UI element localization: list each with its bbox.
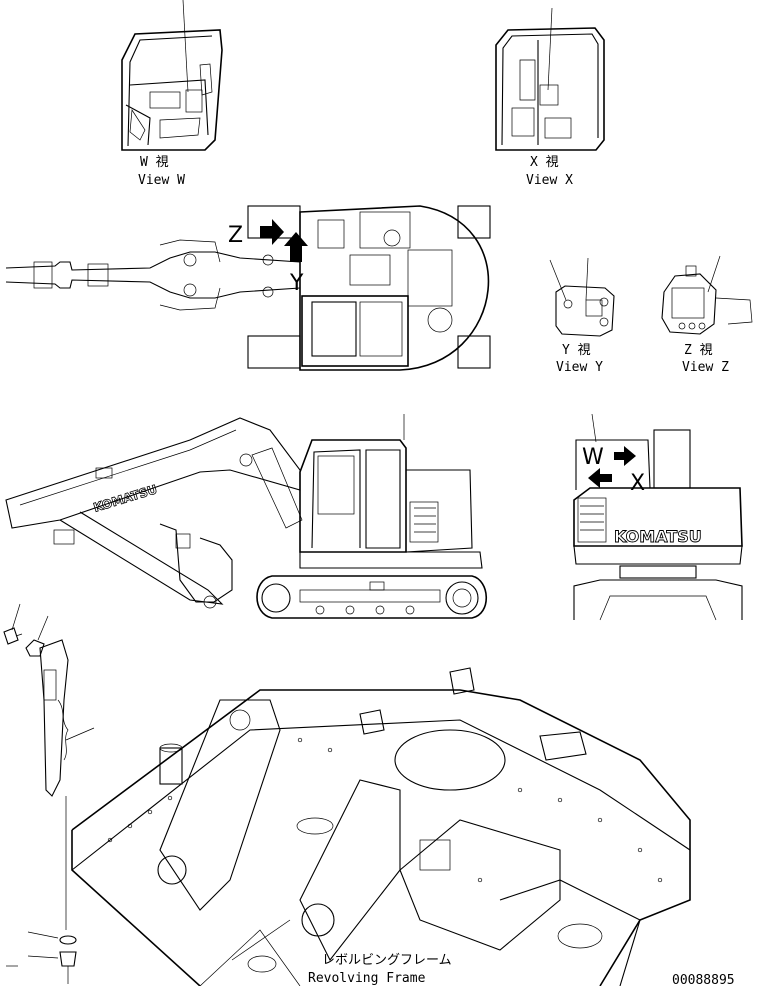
view-y-jp-label: Y 視	[562, 343, 591, 358]
view-z-jp-label: Z 視	[684, 343, 713, 358]
excavator-rear-view	[573, 413, 743, 621]
cab-view-x	[495, 7, 605, 151]
marker-y: Y	[289, 271, 304, 296]
bolt-and-washer-parts	[3, 603, 95, 984]
marker-x: X	[630, 471, 645, 496]
view-x-jp-label: X 視	[530, 155, 559, 170]
view-z-detail	[661, 255, 753, 335]
view-w-jp-label: W 視	[140, 155, 169, 170]
drawing-number: 00088895	[672, 973, 735, 986]
view-y-label: View Y	[556, 360, 603, 375]
revolving-frame-jp-label: レボルビングフレーム	[322, 953, 452, 968]
brand-logo-boom: KOMATSU	[92, 482, 159, 515]
cab-view-w	[121, 0, 223, 151]
excavator-side-view	[5, 414, 487, 619]
marker-w: W	[582, 445, 604, 470]
revolving-frame-label: Revolving Frame	[308, 971, 426, 986]
revolving-frame	[71, 667, 691, 986]
view-w-label: View W	[138, 173, 185, 188]
marker-z: Z	[228, 223, 243, 248]
view-z-label: View Z	[682, 360, 729, 375]
view-y-detail	[549, 257, 615, 337]
excavator-top-view	[5, 205, 491, 371]
brand-logo-rear: KOMATSU	[614, 527, 702, 546]
view-x-label: View X	[526, 173, 573, 188]
